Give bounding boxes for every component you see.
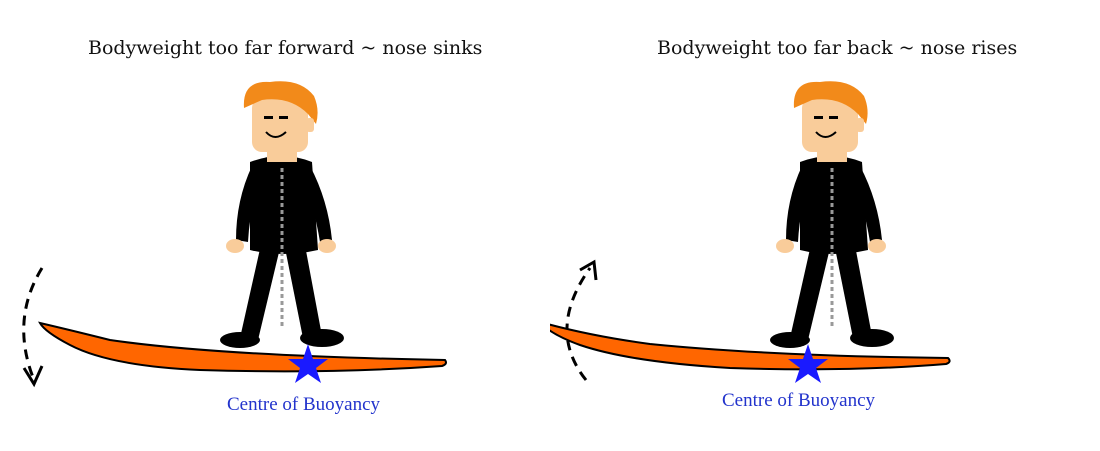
panel-title: Bodyweight too far back ~ nose rises [657,37,1018,59]
figure-icon [770,81,894,348]
star-icon [788,344,828,383]
surfboard-icon [38,321,447,373]
scene-forward [22,81,447,388]
scene-back [550,81,951,383]
panel-back: Bodyweight too far back ~ nose rises [550,0,1100,451]
centre-of-buoyancy-label: Centre of Buoyancy [227,394,381,415]
surfboard-icon [550,323,951,371]
centre-of-buoyancy-label: Centre of Buoyancy [722,390,876,411]
rotation-arrow-down-icon [22,267,44,388]
rotation-arrow-up-icon [565,259,598,381]
figure-icon [220,81,344,348]
star-icon [288,344,328,383]
panel-title: Bodyweight too far forward ~ nose sinks [88,37,483,59]
panel-forward: Bodyweight too far forward ~ nose sinks [22,37,483,415]
